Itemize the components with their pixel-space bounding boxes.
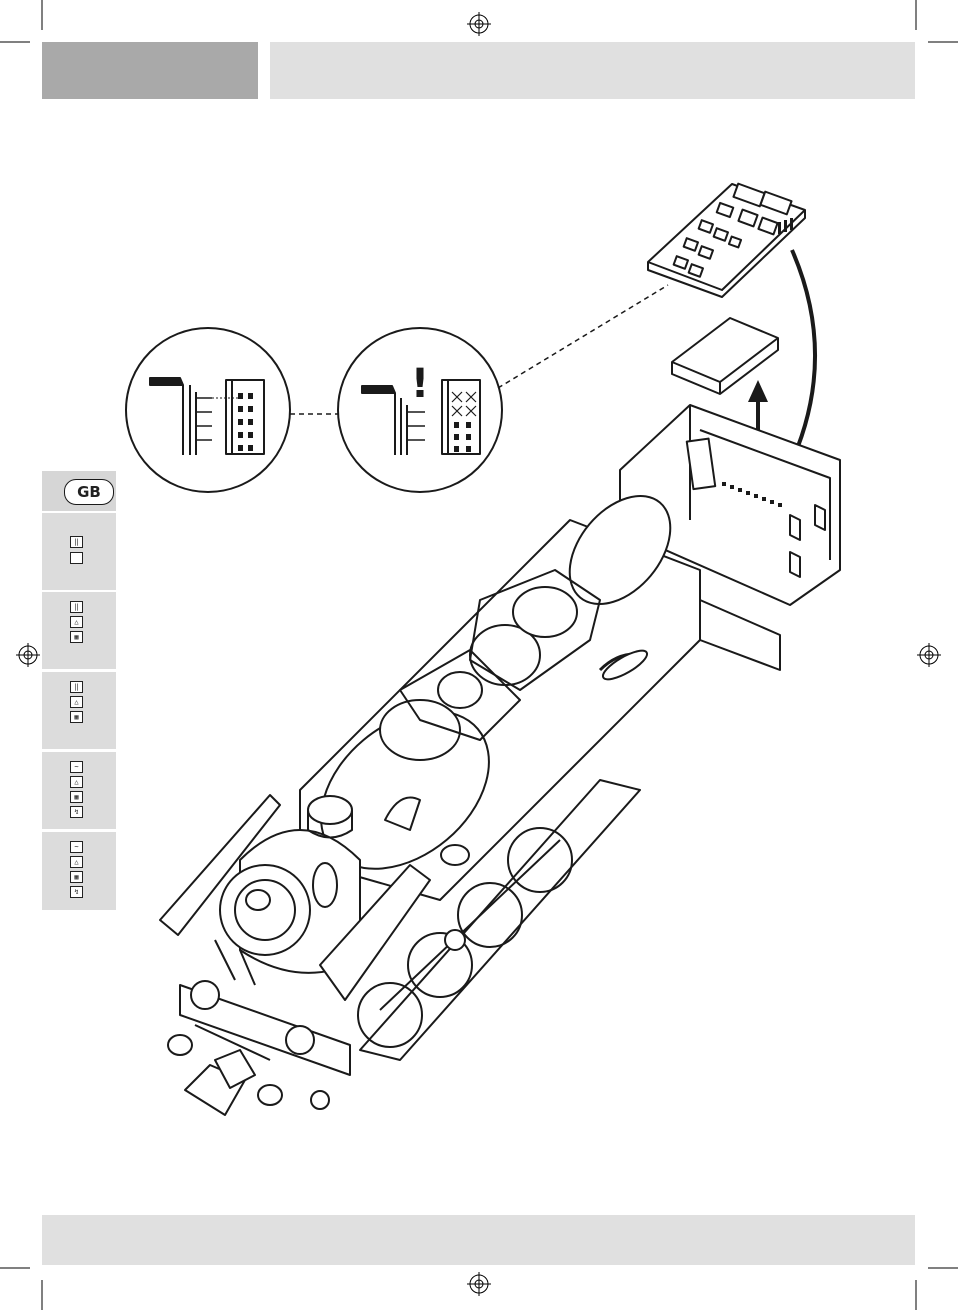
dashed-connector-2 (498, 285, 668, 388)
detail-correct-plug (126, 328, 290, 492)
warning-mark: ! (411, 361, 429, 407)
locomotive-boiler (290, 477, 700, 901)
detail-incorrect-plug (338, 328, 502, 492)
decoder-board (648, 184, 805, 297)
insert-arrow (788, 250, 815, 470)
interface-cover (672, 318, 778, 394)
